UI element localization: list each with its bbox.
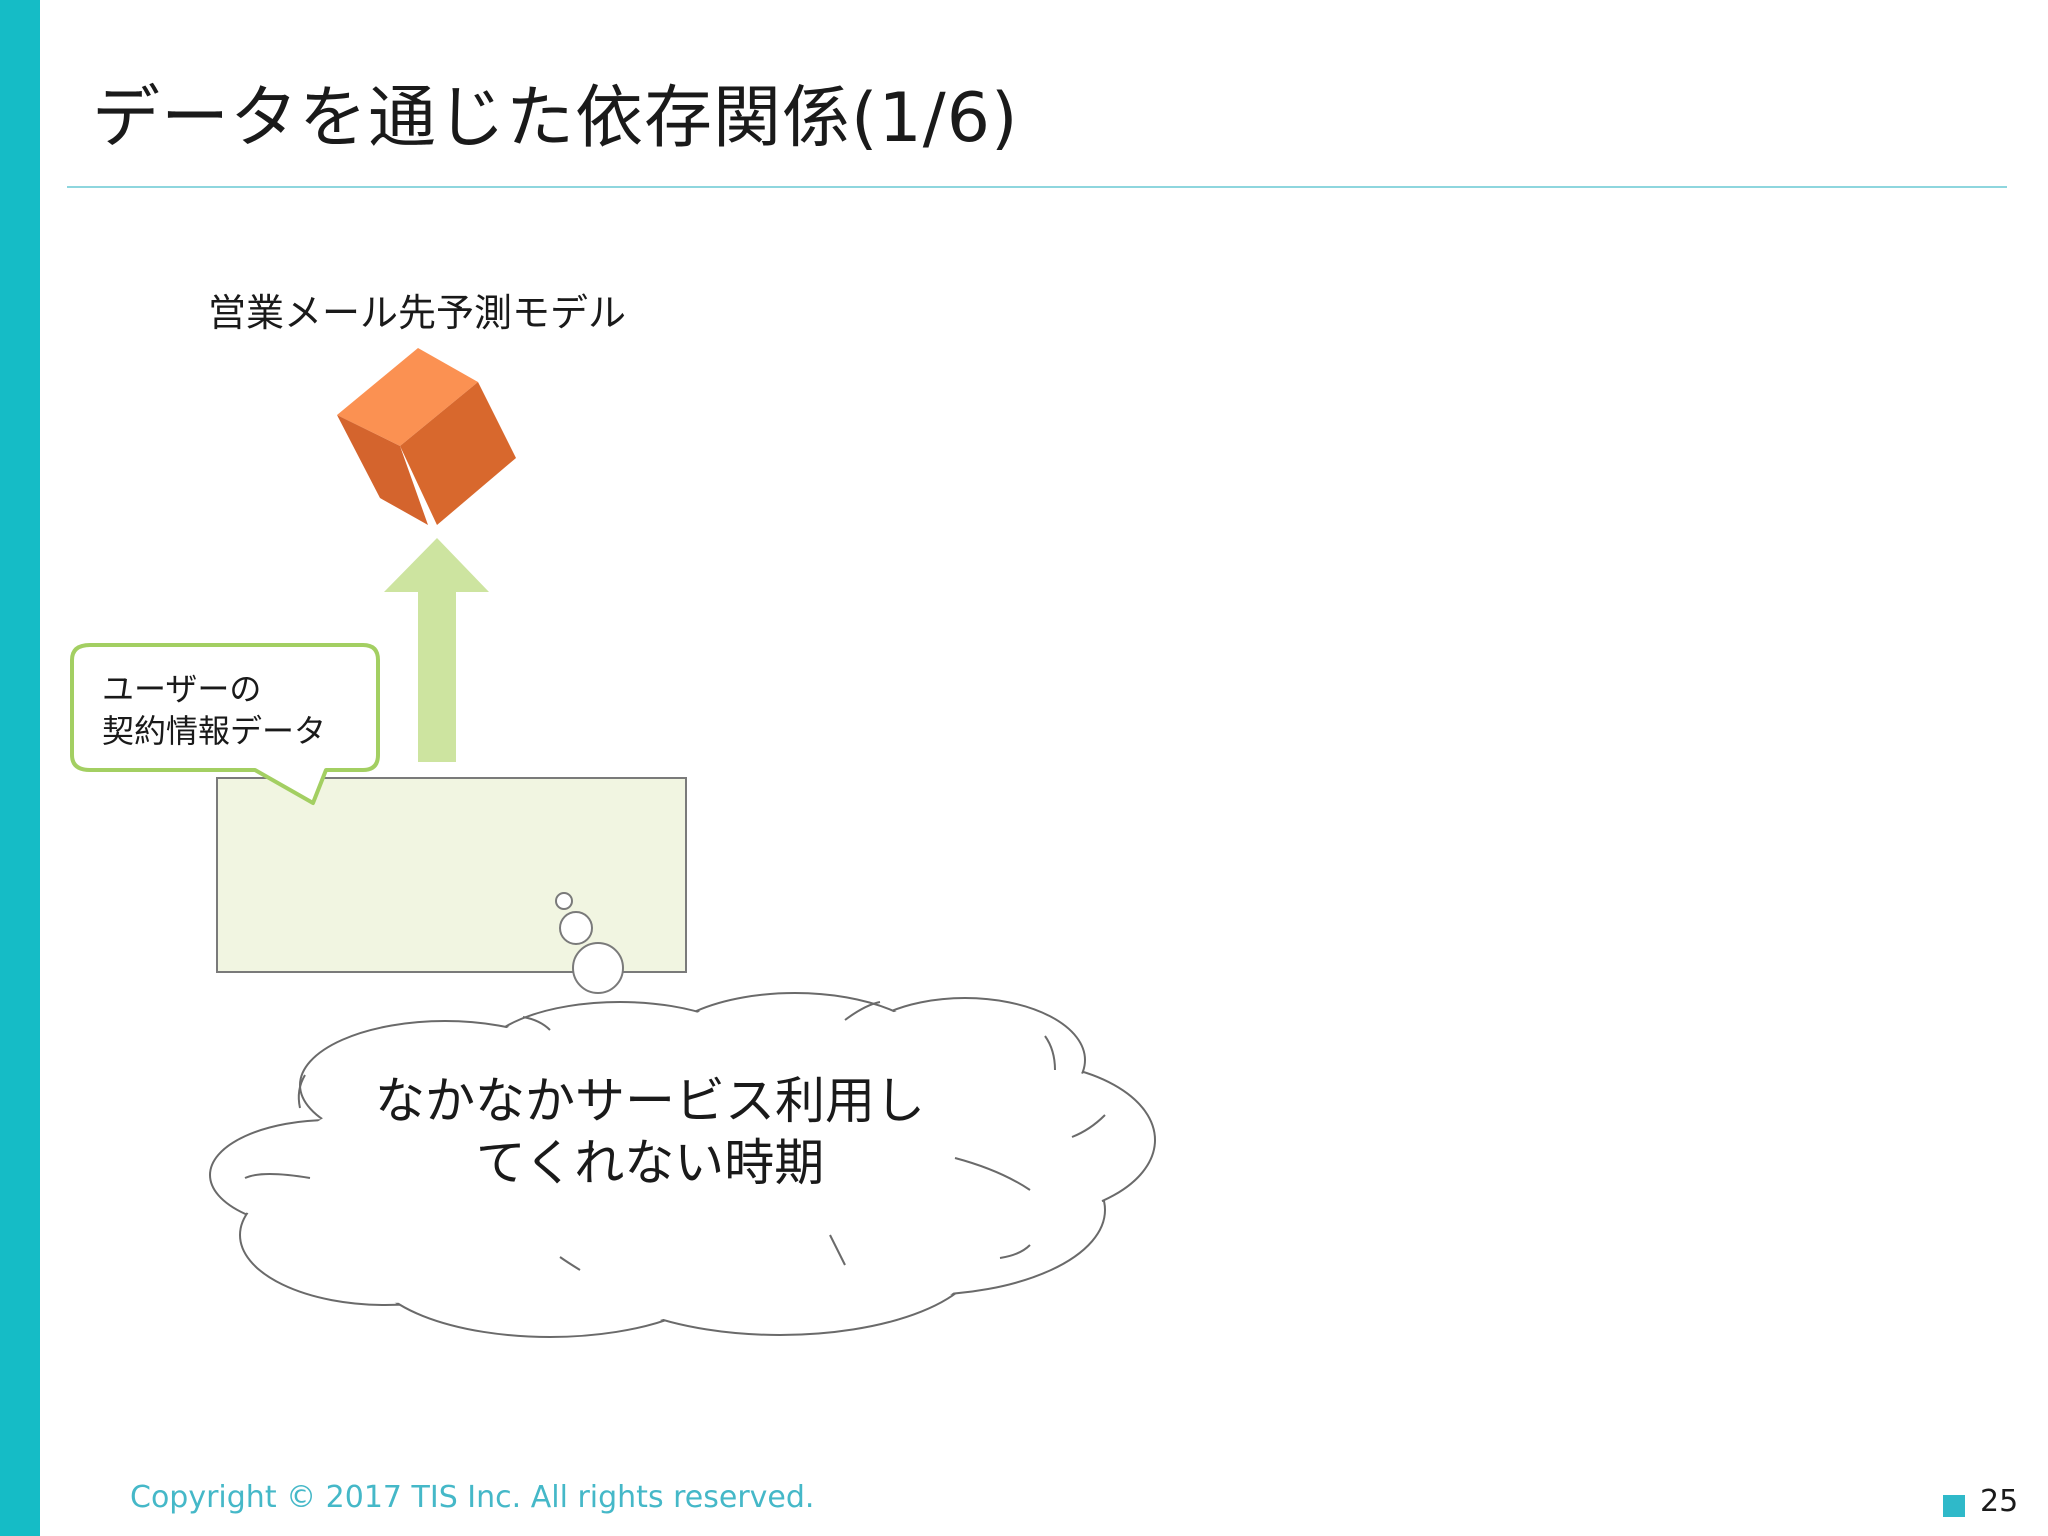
accent-side-bar [0,0,40,1536]
callout-text: ユーザーの 契約情報データ [102,668,326,752]
slide-title: データを通じた依存関係(1/6) [92,79,1019,158]
callout-line: ユーザーの [102,670,262,708]
cloud-text: なかなかサービス利用し てくれない時期 [270,1070,1030,1194]
cloud-line: なかなかサービス利用し [375,1072,925,1130]
up-arrow [384,538,489,762]
page-number: 25 [1980,1484,2019,1519]
callout-line: 契約情報データ [102,712,327,750]
title-divider [67,186,2007,188]
data-callout-bubble [70,643,380,805]
model-label: 営業メール先予測モデル [208,291,627,335]
data-box [216,777,687,973]
copyright-notice: Copyright © 2017 TIS Inc. All rights res… [130,1480,815,1515]
thought-bubbles [555,892,624,994]
page-marker-square [1943,1495,1965,1517]
model-cube-icon [337,348,516,525]
cloud-line: てくれない時期 [475,1134,825,1192]
